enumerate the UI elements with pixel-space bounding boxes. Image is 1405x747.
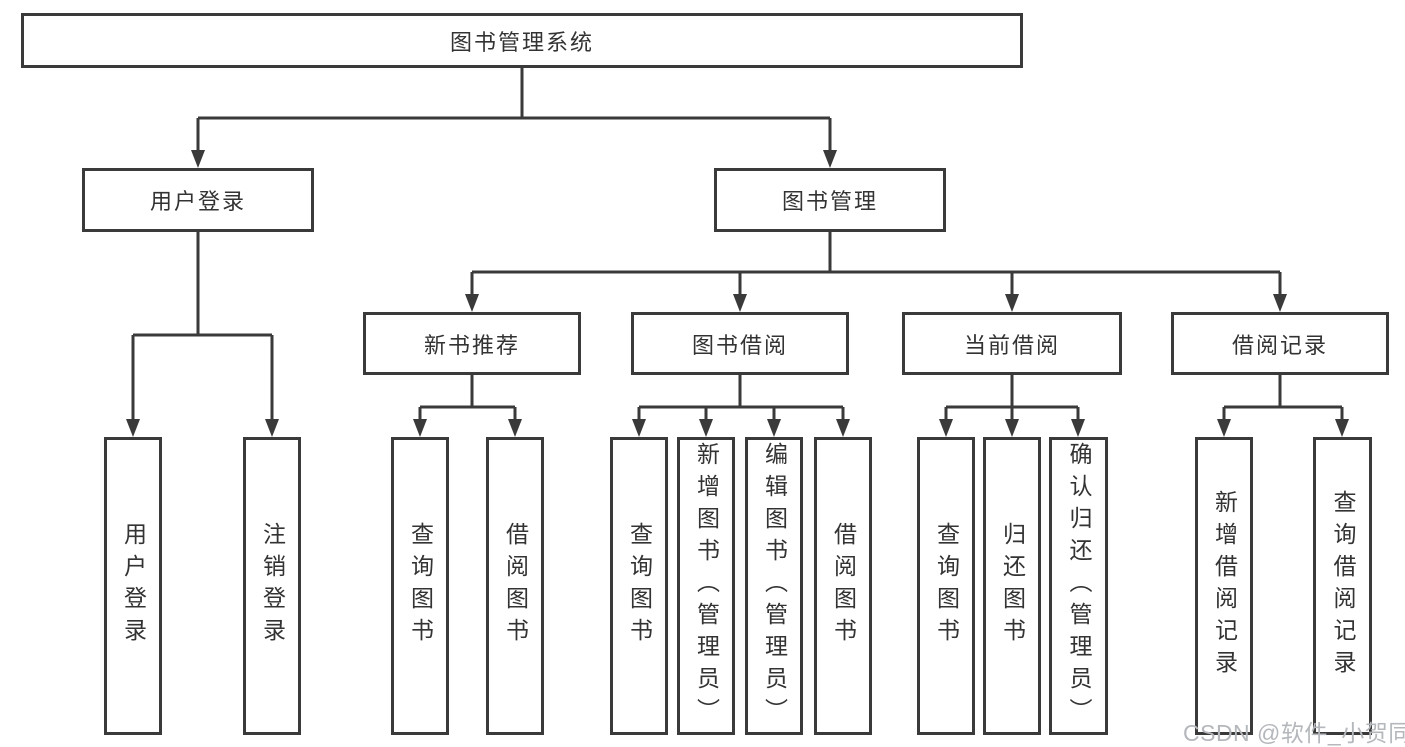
node-label: 编辑图书（管理员） xyxy=(761,442,788,730)
node-label: 注销登录 xyxy=(259,522,286,650)
node-new-book-recommend: 新书推荐 xyxy=(363,312,581,375)
node-label: 查询图书 xyxy=(407,522,434,650)
node-user-login: 用户登录 xyxy=(82,168,314,232)
leaf-borrow-books-recommend: 借阅图书 xyxy=(486,437,544,735)
node-label: 图书管理系统 xyxy=(449,29,594,55)
node-label: 查询借阅记录 xyxy=(1330,490,1356,682)
node-current-borrow: 当前借阅 xyxy=(902,312,1122,375)
node-book-management: 图书管理 xyxy=(714,168,946,232)
arrow-down-icon xyxy=(1005,419,1019,437)
arrow-down-icon xyxy=(836,419,850,437)
node-label: 图书借阅 xyxy=(691,332,788,358)
leaf-query-books-borrow: 查询图书 xyxy=(610,437,668,735)
arrow-down-icon xyxy=(1273,294,1287,312)
leaf-return-books: 归还图书 xyxy=(983,437,1041,735)
leaf-add-books-admin: 新增图书（管理员） xyxy=(677,437,735,735)
node-label: 借阅图书 xyxy=(502,522,529,650)
arrow-down-icon xyxy=(733,294,747,312)
arrow-down-icon xyxy=(767,419,781,437)
leaf-borrow-books-borrow: 借阅图书 xyxy=(814,437,872,735)
leaf-edit-books-admin: 编辑图书（管理员） xyxy=(745,437,803,735)
arrow-down-icon xyxy=(699,419,713,437)
node-label: 查询图书 xyxy=(626,522,653,650)
arrow-down-icon xyxy=(265,419,279,437)
leaf-query-borrow-record: 查询借阅记录 xyxy=(1313,437,1372,735)
node-label: 新增图书（管理员） xyxy=(693,442,720,730)
arrow-down-icon xyxy=(632,419,646,437)
leaf-add-borrow-record: 新增借阅记录 xyxy=(1195,437,1253,735)
arrow-down-icon xyxy=(465,294,479,312)
node-label: 新书推荐 xyxy=(423,332,520,358)
node-label: 查询图书 xyxy=(933,522,960,650)
arrow-down-icon xyxy=(1005,294,1019,312)
arrow-down-icon xyxy=(1335,419,1349,437)
node-label: 用户登录 xyxy=(120,522,147,650)
node-system-root: 图书管理系统 xyxy=(21,13,1023,68)
arrow-down-icon xyxy=(126,419,140,437)
node-label: 归还图书 xyxy=(999,522,1026,650)
arrow-down-icon xyxy=(823,150,837,168)
node-book-borrow: 图书借阅 xyxy=(631,312,849,375)
arrow-down-icon xyxy=(939,419,953,437)
leaf-confirm-return-admin: 确认归还（管理员） xyxy=(1049,437,1108,735)
arrow-down-icon xyxy=(508,419,522,437)
node-label: 当前借阅 xyxy=(963,332,1060,358)
arrow-down-icon xyxy=(1071,419,1085,437)
node-borrow-records: 借阅记录 xyxy=(1171,312,1389,375)
arrow-down-icon xyxy=(413,419,427,437)
node-label: 确认归还（管理员） xyxy=(1066,442,1092,730)
node-label: 借阅图书 xyxy=(830,522,857,650)
leaf-user-login: 用户登录 xyxy=(104,437,162,735)
node-label: 借阅记录 xyxy=(1231,332,1328,358)
arrow-down-icon xyxy=(1217,419,1231,437)
node-label: 新增借阅记录 xyxy=(1211,490,1238,682)
node-label: 用户登录 xyxy=(149,189,246,214)
csdn-watermark: CSDN @软件_小贺同学 xyxy=(1183,720,1405,746)
node-label: 图书管理 xyxy=(781,189,878,214)
leaf-query-books-recommend: 查询图书 xyxy=(391,437,449,735)
leaf-query-books-current: 查询图书 xyxy=(917,437,975,735)
arrow-down-icon xyxy=(191,150,205,168)
leaf-logout-login: 注销登录 xyxy=(243,437,301,735)
